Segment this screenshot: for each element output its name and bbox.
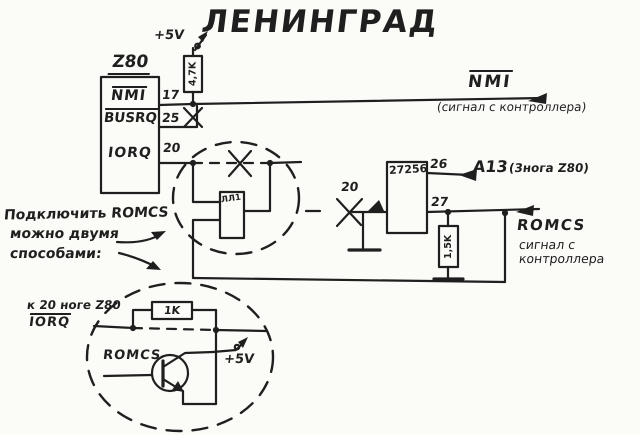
rom-pin-20-number: 20	[340, 179, 360, 194]
junction-dot	[501, 209, 509, 217]
cut-mark-ce-icon	[335, 197, 364, 228]
gate-input2-wire	[191, 218, 222, 280]
cut-mark-busrq-icon	[182, 106, 204, 129]
romcs-arrowhead-icon	[516, 205, 534, 216]
z80-pin-25-number: 25	[161, 110, 181, 125]
romcs-signal-label: ROMCS	[515, 216, 587, 234]
a13-note: (3нога Z80)	[507, 161, 590, 175]
ce-wedge-icon	[366, 200, 385, 213]
resistor-4k7-value: 4,7K	[187, 61, 199, 87]
power-bottom-circle	[233, 343, 241, 351]
a13-arrowhead-icon	[459, 169, 477, 181]
resistor-1k-value: 1K	[163, 304, 181, 317]
power-bottom-arrowhead-icon	[238, 337, 248, 348]
nmi-signal-caption: (сигнал с контроллера)	[436, 100, 588, 114]
a13-label: A13	[471, 157, 509, 176]
resistor-1k5-value: 1,5K	[443, 234, 454, 259]
power-top-arrowhead-icon	[198, 31, 208, 42]
alt-wire-right	[214, 328, 268, 333]
option1-oval	[171, 140, 301, 256]
emitter-arrowhead-icon	[172, 381, 184, 392]
romcs-caption-line1: сигнал с	[518, 237, 577, 252]
iorq-wire-right	[268, 160, 303, 165]
rom-chip-label: 27256	[388, 162, 428, 177]
gate-input1-wire	[191, 161, 222, 204]
gate-body	[218, 190, 246, 240]
alt-to-pin-label: к 20 ноге Z80	[26, 298, 122, 312]
note-line2: можно двумя	[9, 226, 120, 242]
alt-romcs-label: ROMCS	[102, 348, 163, 363]
r1k-lead-left	[131, 308, 154, 330]
rom-chip-outline	[385, 160, 429, 235]
note-arrow-down-head-icon	[146, 261, 161, 270]
transistor-body	[150, 353, 190, 393]
page-title: ЛЕНИНГРАД	[199, 4, 442, 40]
power-top-circle	[194, 42, 201, 50]
note-line1: Подключить ROMCS	[3, 204, 170, 224]
cut-mark-iorq-icon	[227, 149, 253, 178]
romcs-caption-line2: контроллера	[518, 251, 606, 266]
power-top-label: +5V	[153, 28, 185, 43]
junction-dot	[444, 208, 452, 216]
alt-dashed-segment	[131, 326, 218, 332]
z80-chip-outline	[99, 75, 161, 195]
z80-chip-label: Z80	[107, 52, 153, 75]
option2-oval	[85, 281, 275, 433]
junction-dot	[266, 159, 274, 167]
nmi-arrowhead-icon	[528, 93, 547, 104]
z80-pin-20-number: 20	[162, 140, 182, 155]
romcs-bus-wire	[191, 212, 507, 284]
rom-pin-27-number: 27	[430, 194, 450, 209]
alt-iorq-label: IORQ	[28, 315, 71, 330]
transistor-collector-wire	[161, 350, 215, 369]
z80-pin-nmi-label: NMI	[110, 88, 147, 104]
z80-pin-busrq-label: BUSRQ	[103, 110, 158, 126]
junction-dot	[189, 100, 197, 108]
junction-dot	[212, 326, 220, 334]
power-bottom-label: +5V	[223, 352, 255, 367]
emitter-loop-wire	[181, 308, 218, 406]
alt-iorq-wire	[92, 324, 135, 330]
gate-output-wire	[242, 161, 272, 213]
rom-pin-26-number: 26	[429, 156, 449, 171]
junction-dot	[189, 159, 197, 167]
transistor-base-wire	[102, 373, 154, 378]
z80-pin-iorq-label: IORQ	[107, 145, 153, 161]
z80-pin-17-number: 17	[161, 87, 181, 102]
nmi-signal-label: NMI	[466, 72, 513, 92]
junction-dot	[129, 324, 137, 332]
note-arrow-up-head-icon	[151, 231, 166, 240]
note-line3: способами:	[9, 246, 103, 262]
a13-signal: A13(3нога Z80)	[471, 157, 590, 176]
